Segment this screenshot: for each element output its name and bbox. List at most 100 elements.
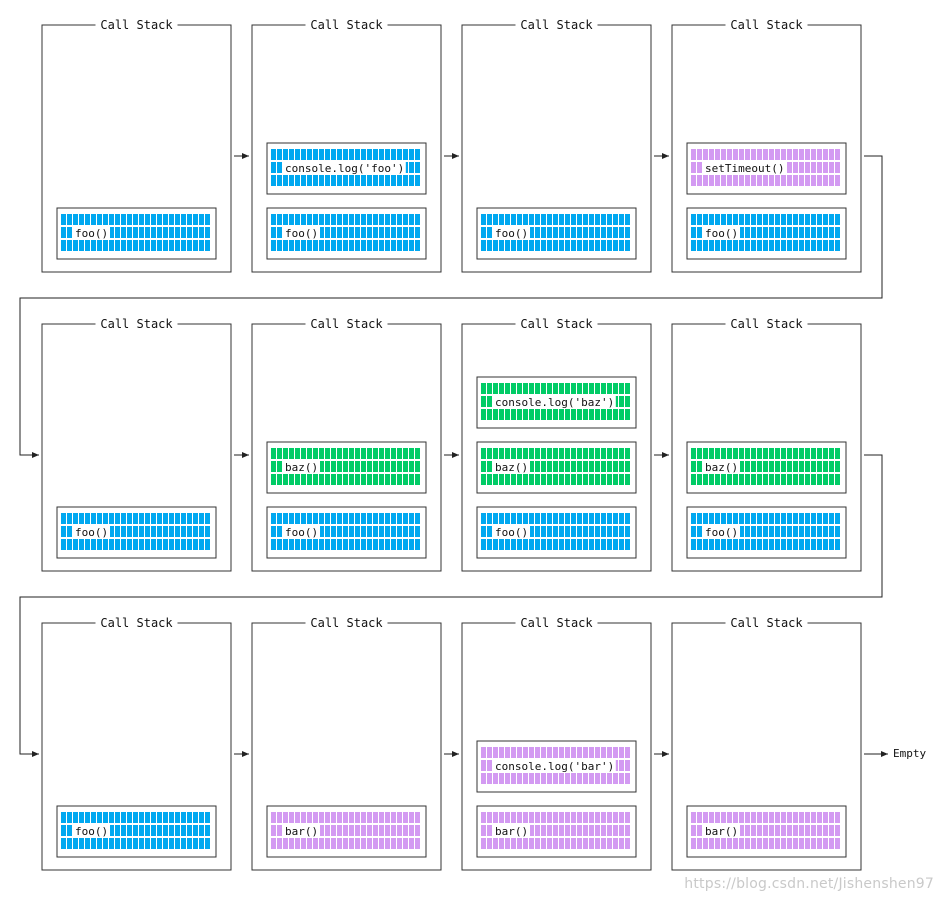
frame-stripe-cell <box>331 838 336 849</box>
frame-stripe-cell <box>133 227 138 238</box>
frame-stripe-cell <box>337 812 342 823</box>
frame-stripe-cell <box>277 175 282 186</box>
frame-stripe-cell <box>73 838 78 849</box>
frame-stripe-cell <box>607 513 612 524</box>
frame-stripe-cell <box>343 825 348 836</box>
frame-stripe-cell <box>691 812 696 823</box>
frame-stripe-cell <box>403 175 408 186</box>
stack-frame: foo() <box>56 805 217 858</box>
frame-stripe-cell <box>295 513 300 524</box>
frame-stripe-cell <box>793 812 798 823</box>
frame-stripe-cell <box>403 825 408 836</box>
frame-stripe-cell <box>79 214 84 225</box>
frame-stripe-cell <box>775 149 780 160</box>
frame-stripe-cell <box>373 149 378 160</box>
frame-stripe-cell <box>79 812 84 823</box>
frame-stripe-cell <box>811 474 816 485</box>
frame-stripe-cell <box>61 513 66 524</box>
frame-stripe-cell <box>589 526 594 537</box>
panel-title: Call Stack <box>100 317 173 331</box>
frame-stripe-cell <box>751 149 756 160</box>
frame-stripe-cell <box>751 214 756 225</box>
frame-stripe-cell <box>487 461 492 472</box>
frame-stripe-cell <box>835 162 840 173</box>
frame-stripe-cell <box>517 812 522 823</box>
row-wrap-arrow <box>19 155 883 458</box>
frame-stripe-cell <box>361 526 366 537</box>
frame-stripe-cell <box>787 513 792 524</box>
frame-stripe-cell <box>373 825 378 836</box>
frame-stripe-cell <box>361 838 366 849</box>
frame-stripe-cell <box>835 214 840 225</box>
frame-stripe-cell <box>103 214 108 225</box>
frame-stripe-cell <box>61 825 66 836</box>
frame-stripe-cell <box>61 838 66 849</box>
frame-stripe-cell <box>745 812 750 823</box>
frame-stripe-cell <box>277 825 282 836</box>
frame-stripe-cell <box>757 474 762 485</box>
frame-stripe-cell <box>535 214 540 225</box>
frame-stripe-cell <box>409 162 414 173</box>
frame-stripe-cell <box>61 240 66 251</box>
frame-stripe-cell <box>763 240 768 251</box>
frame-stripe-cell <box>73 812 78 823</box>
frame-stripe-cell <box>73 539 78 550</box>
frame-stripe-cell <box>157 539 162 550</box>
frame-stripe-cell <box>145 526 150 537</box>
frame-stripe-cell <box>517 474 522 485</box>
frame-stripe-cell <box>691 513 696 524</box>
frame-stripe-cell <box>769 227 774 238</box>
frame-stripe-cell <box>571 747 576 758</box>
frame-stripe-cell <box>181 227 186 238</box>
frame-stripe-cell <box>163 227 168 238</box>
title-gap <box>515 621 598 625</box>
frame-stripe-cell <box>343 526 348 537</box>
frame-stripe-cell <box>817 474 822 485</box>
frame-stripe-cell <box>373 214 378 225</box>
frame-stripe-cell <box>139 825 144 836</box>
frame-stripe-cell <box>529 448 534 459</box>
frame-stripe-cell <box>751 526 756 537</box>
frame-stripe-cell <box>547 474 552 485</box>
frame-stripe-cell <box>811 838 816 849</box>
frame-label-bg <box>493 395 616 408</box>
frame-stripe-cell <box>703 539 708 550</box>
frame-stripe-cell <box>559 838 564 849</box>
frame-stripe-cell <box>751 461 756 472</box>
frame-stripe-cell <box>307 149 312 160</box>
frame-stripe-cell <box>391 825 396 836</box>
frame-stripe-cell <box>529 825 534 836</box>
frame-stripe-cell <box>517 383 522 394</box>
frame-stripe-cell <box>295 175 300 186</box>
frame-label-bg <box>493 460 530 473</box>
frame-stripe-cell <box>781 526 786 537</box>
frame-stripe-cell <box>793 513 798 524</box>
frame-stripe-cell <box>715 175 720 186</box>
frame-stripe-cell <box>547 214 552 225</box>
frame-stripe-cell <box>133 838 138 849</box>
frame-stripe-cell <box>205 825 210 836</box>
frame-stripe-cell <box>337 214 342 225</box>
frame-stripe-cell <box>619 825 624 836</box>
frame-stripe-cell <box>145 240 150 251</box>
frame-stripe-cell <box>715 838 720 849</box>
frame-stripe-cell <box>613 513 618 524</box>
frame-stripe-cell <box>829 149 834 160</box>
stack-frame: console.log('bar') <box>476 740 637 793</box>
frame-stripe-cell <box>499 448 504 459</box>
frame-stripe-cell <box>811 461 816 472</box>
frame-stripe-cell <box>199 513 204 524</box>
frame-stripe-cell <box>739 227 744 238</box>
frame-stripe-cell <box>403 838 408 849</box>
frame-stripe-cell <box>793 227 798 238</box>
frame-stripe-cell <box>157 825 162 836</box>
frame-stripe-cell <box>331 474 336 485</box>
frame-stripe-cell <box>823 526 828 537</box>
frame-stripe-cell <box>739 825 744 836</box>
frame-stripe-cell <box>313 149 318 160</box>
frame-stripe-cell <box>331 539 336 550</box>
frame-stripe-cell <box>835 513 840 524</box>
frame-stripe-cell <box>625 461 630 472</box>
frame-label: baz() <box>285 461 318 474</box>
